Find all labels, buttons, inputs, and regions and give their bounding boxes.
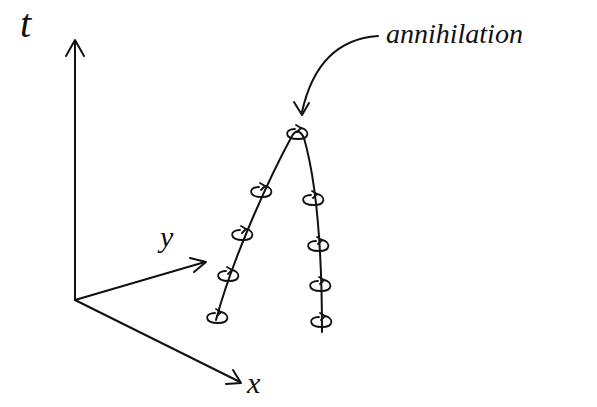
axis-label: x bbox=[247, 368, 260, 398]
circulation-arrows bbox=[207, 125, 331, 327]
y-axis-arrowhead bbox=[190, 258, 206, 272]
x-axis bbox=[75, 300, 240, 382]
leader-arrowhead bbox=[294, 102, 309, 115]
axis-label: t bbox=[20, 4, 31, 44]
x-axis-arrowhead bbox=[226, 370, 241, 384]
axis-label: y bbox=[160, 222, 173, 252]
t-axis-arrowhead bbox=[66, 40, 84, 56]
y-axis bbox=[75, 262, 205, 300]
t-axis bbox=[74, 42, 76, 300]
vortex-worldlines bbox=[216, 131, 322, 332]
leader-arrow bbox=[302, 36, 378, 112]
annotation-label: annihilation bbox=[386, 20, 523, 48]
